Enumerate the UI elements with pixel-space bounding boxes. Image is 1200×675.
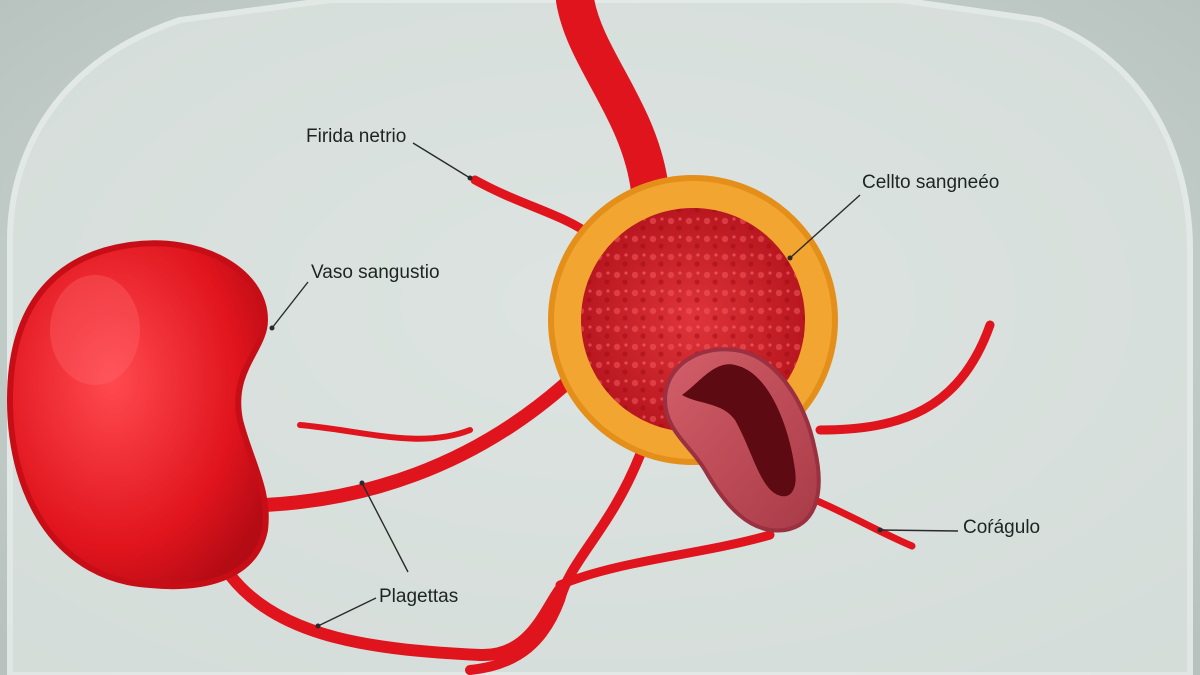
label-vessel: Vaso sangustio (311, 262, 440, 283)
leader-clot (879, 529, 959, 532)
vessel-right-lower (811, 496, 916, 550)
vessel-left-thin (297, 422, 473, 442)
label-clot: Coŕágulo (963, 517, 1041, 538)
vessel-left-main (258, 373, 577, 512)
main-vessel (556, 0, 669, 209)
vessel-right-upper (815, 320, 995, 435)
vessel-lower-left (224, 569, 566, 662)
leader-platelets-upper (361, 482, 409, 573)
vessel-lower-middle (465, 450, 645, 675)
leader-platelets-lower (317, 597, 377, 627)
label-wound: Firida netrio (306, 126, 407, 147)
leader-markers (269, 175, 883, 629)
label-blood-cell: Cellto sangneéo (862, 172, 1000, 193)
leader-wound (412, 142, 471, 179)
label-platelets: Plagettas (379, 586, 459, 607)
vessel-lower-right (555, 530, 775, 590)
vessel-sac (6, 240, 269, 590)
blood-vessels (224, 0, 995, 675)
clot-inner (682, 364, 796, 497)
vessel-sac-highlight (50, 275, 140, 385)
leader-vessel (271, 281, 309, 329)
leader-blood-cell (789, 194, 861, 259)
leader-lines (271, 142, 959, 627)
